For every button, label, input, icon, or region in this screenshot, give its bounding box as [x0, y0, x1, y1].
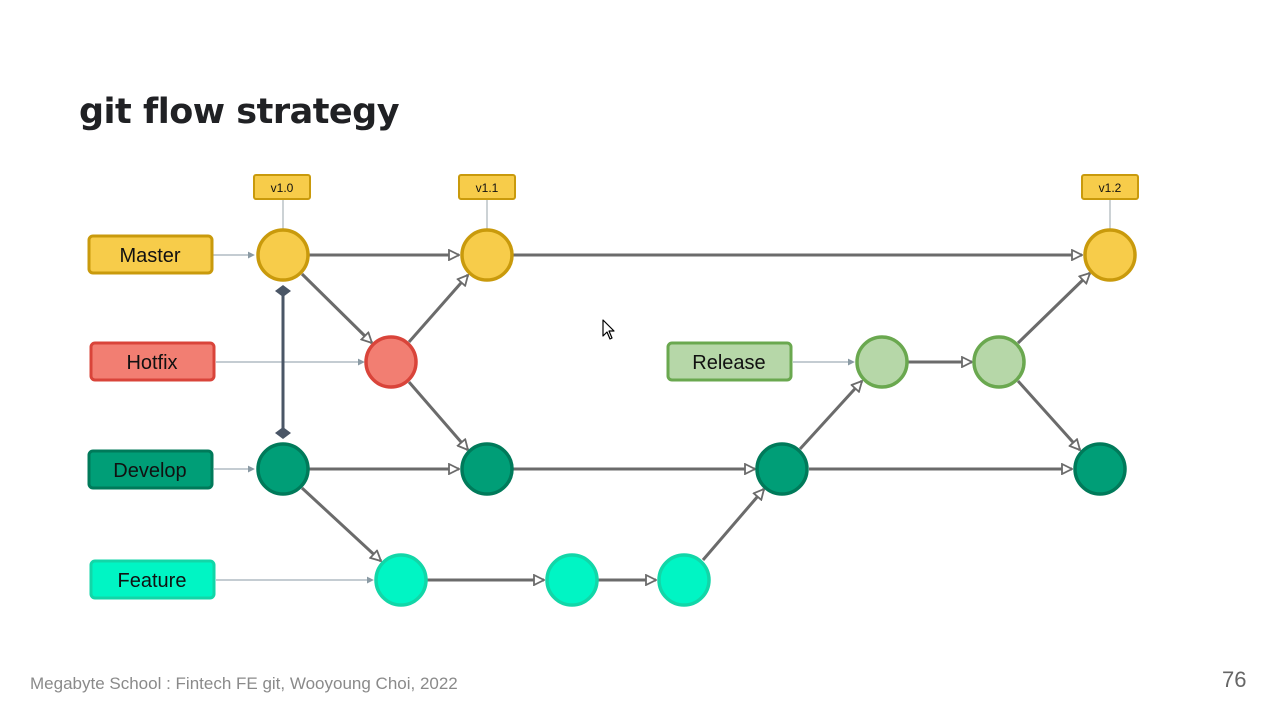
commit-feature-3 [657, 553, 711, 607]
tag-v1-0-text: v1.0 [271, 181, 294, 195]
commit-master-v1-0 [256, 228, 310, 282]
arrow-develop-to-release [798, 381, 862, 451]
slide-title: git flow strategy [79, 92, 400, 132]
arrow-release-to-develop [1016, 379, 1080, 450]
arrow-hotfix-to-develop [407, 381, 468, 450]
commit-feature-1 [374, 553, 428, 607]
commit-master-v1-1 [460, 228, 514, 282]
commit-master-v1-2 [1083, 228, 1137, 282]
arrow-feature-to-develop [701, 489, 764, 561]
branch-label-develop: Develop [87, 449, 214, 490]
tag-v1-1: v1.1 [458, 174, 516, 200]
tag-stems [282, 200, 1111, 229]
commit-develop-1 [256, 442, 310, 496]
branch-label-master-text: Master [119, 245, 180, 267]
page-number: 76 [1222, 667, 1247, 692]
branch-label-feature-text: Feature [118, 570, 187, 592]
branch-label-hotfix: Hotfix [89, 341, 216, 382]
tag-v1-2-text: v1.2 [1099, 181, 1122, 195]
branch-label-release: Release [666, 341, 793, 382]
arrow-develop-to-feature [300, 486, 381, 561]
arrow-hotfix-to-master [407, 275, 468, 343]
commit-release-2 [972, 335, 1026, 389]
branch-label-develop-text: Develop [113, 460, 186, 482]
mouse-cursor-icon [602, 319, 615, 340]
tag-v1-1-text: v1.1 [476, 181, 499, 195]
tag-v1-0: v1.0 [253, 174, 311, 200]
commit-release-1 [855, 335, 909, 389]
commit-develop-2 [460, 442, 514, 496]
slide-footer: Megabyte School : Fintech FE git, Wooyou… [30, 674, 458, 693]
commit-develop-4 [1073, 442, 1127, 496]
branch-label-release-text: Release [692, 352, 765, 374]
arrow-master-to-hotfix [300, 272, 372, 343]
tag-v1-2: v1.2 [1081, 174, 1139, 200]
arrow-release-to-master [1016, 273, 1090, 345]
commit-develop-3 [755, 442, 809, 496]
commit-arrows [300, 255, 1090, 580]
commit-nodes [256, 228, 1137, 607]
commit-feature-2 [545, 553, 599, 607]
commit-hotfix [364, 335, 418, 389]
branch-label-hotfix-text: Hotfix [126, 352, 177, 374]
branch-label-feature: Feature [89, 559, 216, 600]
branch-label-master: Master [87, 234, 214, 275]
label-connectors [213, 251, 855, 584]
